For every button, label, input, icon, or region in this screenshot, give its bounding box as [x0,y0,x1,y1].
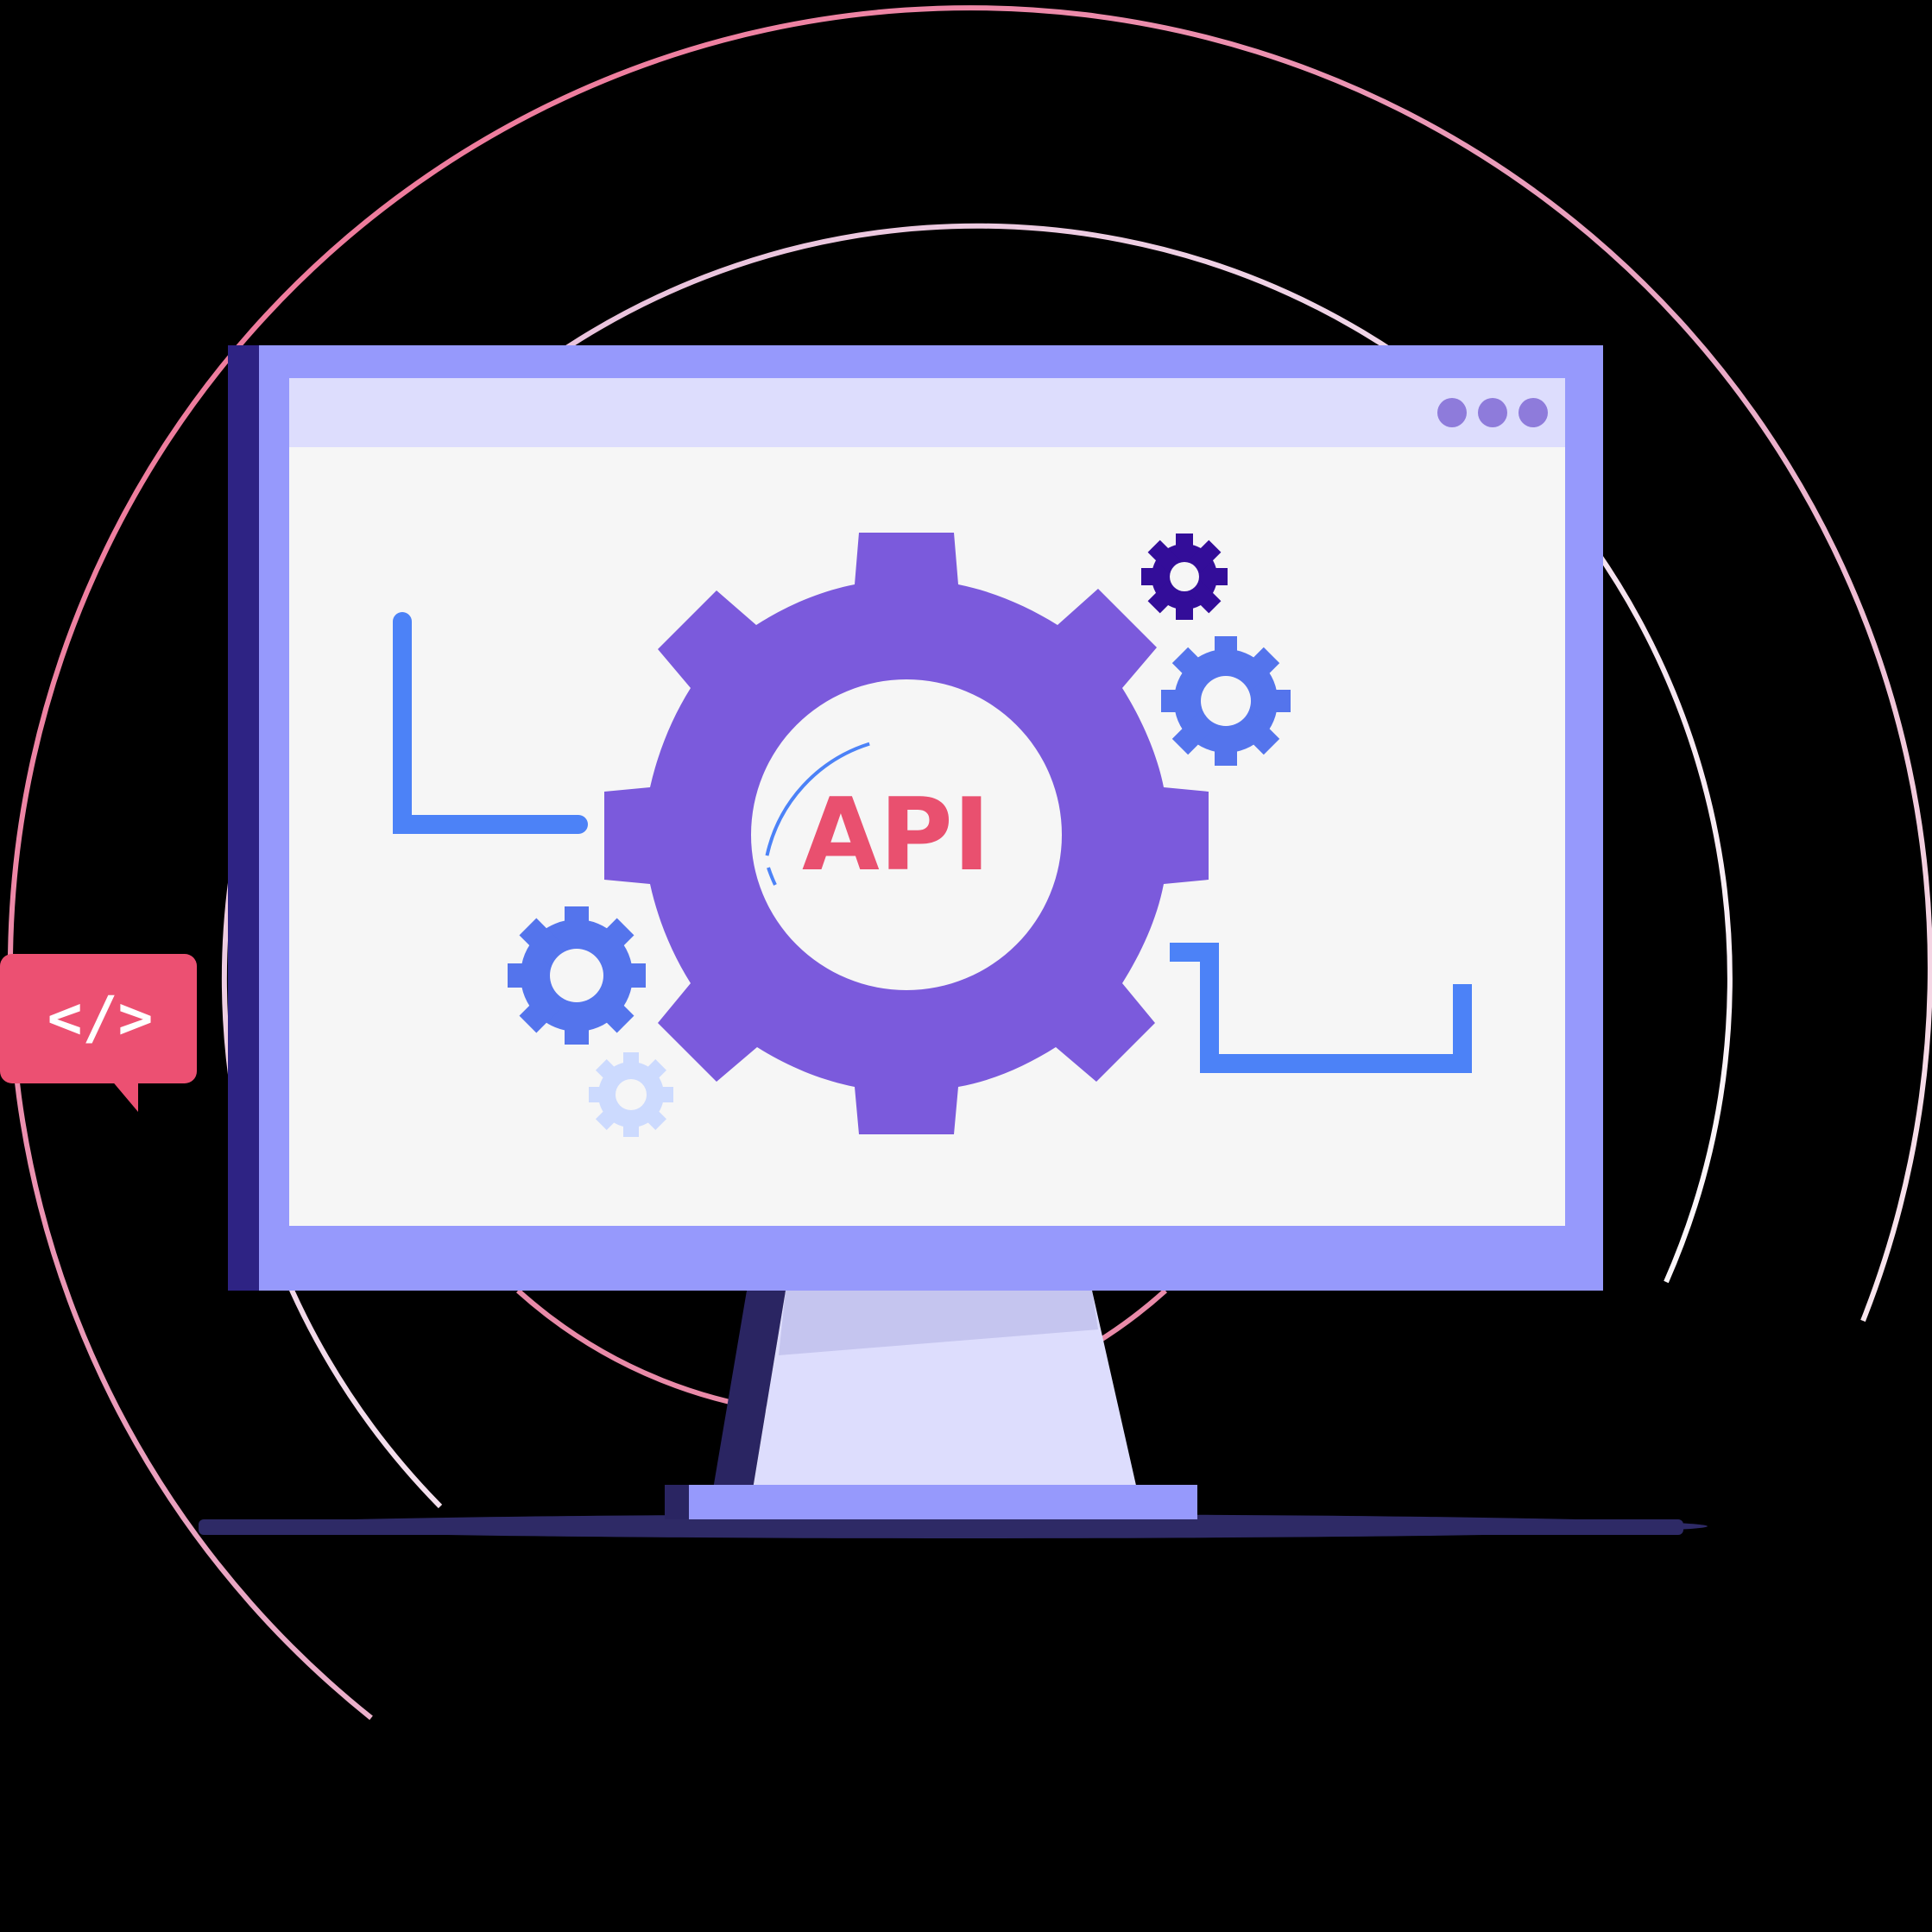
gear-icon [1161,636,1291,766]
stand-base [686,1485,1197,1519]
window-controls [1437,398,1548,427]
gear-hub-shine [765,742,870,856]
window-dot [1478,398,1507,427]
gear-icon: API [604,533,1209,1134]
window-dot [1518,398,1548,427]
gear-icon [508,906,646,1045]
api-label: API [802,777,990,893]
outer-ring [7,5,1932,1720]
gear-hub [751,679,1062,990]
gear-icon [589,1052,673,1137]
code-icon: </> [47,984,154,1052]
circuit-line-left [393,612,588,834]
screen-header [289,378,1565,447]
gear-icon [1141,534,1228,620]
floor-shadow [199,1514,1708,1538]
small-gears [508,534,1291,1137]
inner-ring [221,223,1733,1509]
code-badge: </> [0,954,197,1112]
window-dot [1437,398,1467,427]
monitor-stand [665,1291,1197,1519]
circuit-lines [393,612,1472,1073]
circuit-line-right [1170,943,1472,1073]
